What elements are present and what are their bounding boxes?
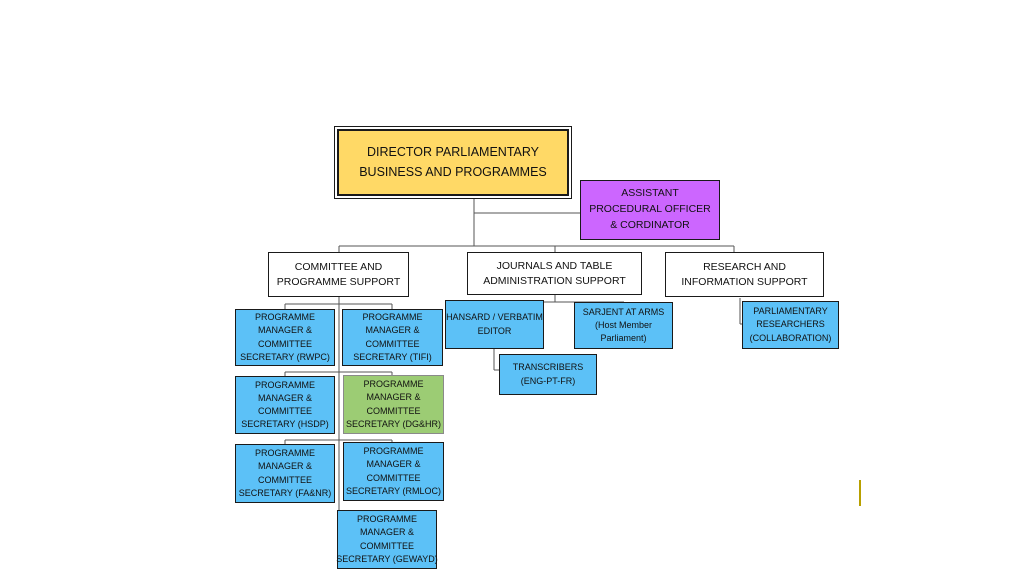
- unit-researchers-box: PARLIAMENTARY RESEARCHERS (COLLABORATION…: [742, 301, 839, 349]
- rmloc-line-4: SECRETARY (RMLOC): [345, 485, 441, 496]
- assistant-line-1: ASSISTANT: [621, 187, 679, 200]
- division-journals-box: JOURNALS AND TABLE ADMINISTRATION SUPPOR…: [467, 252, 642, 295]
- unit-transcribers-box: TRANSCRIBERS (ENG-PT-FR): [499, 354, 597, 395]
- gewayd-line-3: COMMITTEE: [360, 540, 414, 551]
- gewayd-line-1: PROGRAMME: [356, 514, 417, 525]
- director-line-1: DIRECTOR PARLIAMENTARY: [366, 145, 540, 160]
- director-line-2: BUSINESS AND PROGRAMMES: [359, 164, 547, 179]
- dghr-line-1: PROGRAMME: [363, 379, 424, 390]
- unit-rmloc-box: PROGRAMME MANAGER & COMMITTEE SECRETARY …: [343, 442, 444, 501]
- rwpc-line-1: PROGRAMME: [254, 312, 315, 323]
- committee-line-2: PROGRAMME SUPPORT: [276, 275, 401, 288]
- journals-line-1: JOURNALS AND TABLE: [496, 260, 613, 273]
- assistant-line-2: PROCEDURAL OFFICER: [589, 203, 711, 216]
- tifi-line-1: PROGRAMME: [362, 312, 423, 323]
- sarjent-line-2: (Host Member: [594, 319, 652, 330]
- research-line-1: RESEARCH AND: [703, 261, 786, 274]
- rmloc-line-2: MANAGER &: [366, 459, 421, 470]
- hsdp-line-1: PROGRAMME: [254, 379, 315, 390]
- transcribers-line-1: TRANSCRIBERS: [512, 362, 584, 373]
- gewayd-line-4: SECRETARY (GEWAYD): [336, 553, 438, 564]
- rmloc-line-3: COMMITTEE: [366, 472, 421, 483]
- decorative-bar: [859, 480, 861, 506]
- unit-tifi-box: PROGRAMME MANAGER & COMMITTEE SECRETARY …: [342, 309, 443, 366]
- fanr-line-3: COMMITTEE: [258, 474, 312, 485]
- unit-hansard-box: HANSARD / VERBATIM EDITOR: [445, 300, 544, 349]
- researchers-line-3: (COLLABORATION): [749, 332, 832, 343]
- gewayd-line-2: MANAGER &: [359, 527, 414, 538]
- tifi-line-3: COMMITTEE: [365, 338, 420, 349]
- assistant-line-3: & CORDINATOR: [610, 218, 690, 231]
- tifi-line-2: MANAGER &: [365, 325, 420, 336]
- division-committee-box: COMMITTEE AND PROGRAMME SUPPORT: [268, 252, 409, 297]
- fanr-line-4: SECRETARY (FA&NR): [238, 487, 332, 498]
- sarjent-line-1: SARJENT AT ARMS: [582, 306, 665, 317]
- fanr-line-2: MANAGER &: [257, 461, 312, 472]
- hsdp-line-2: MANAGER &: [257, 392, 312, 403]
- researchers-line-1: PARLIAMENTARY: [753, 306, 828, 317]
- director-box: DIRECTOR PARLIAMENTARY BUSINESS AND PROG…: [337, 129, 569, 196]
- unit-gewayd-box: PROGRAMME MANAGER & COMMITTEE SECRETARY …: [336, 510, 438, 569]
- dghr-line-3: COMMITTEE: [366, 405, 421, 416]
- hsdp-line-3: COMMITTEE: [258, 406, 312, 416]
- rwpc-line-3: COMMITTEE: [258, 338, 312, 349]
- dghr-line-2: MANAGER &: [366, 392, 421, 403]
- unit-rwpc-box: PROGRAMME MANAGER & COMMITTEE SECRETARY …: [235, 309, 335, 366]
- unit-hsdp-box: PROGRAMME MANAGER & COMMITTEE SECRETARY …: [235, 376, 335, 434]
- fanr-line-1: PROGRAMME: [254, 448, 315, 459]
- transcribers-line-2: (ENG-PT-FR): [520, 375, 576, 386]
- division-research-box: RESEARCH AND INFORMATION SUPPORT: [665, 252, 824, 297]
- researchers-line-2: RESEARCHERS: [756, 319, 825, 330]
- assistant-box: ASSISTANT PROCEDURAL OFFICER & CORDINATO…: [580, 180, 720, 240]
- unit-dghr-box: PROGRAMME MANAGER & COMMITTEE SECRETARY …: [343, 375, 444, 434]
- dghr-line-4: SECRETARY (DG&HR): [345, 418, 441, 429]
- journals-line-2: ADMINISTRATION SUPPORT: [483, 274, 626, 287]
- sarjent-line-3: Parliament): [600, 333, 647, 344]
- hansard-line-1: HANSARD / VERBATIM: [446, 312, 543, 323]
- unit-fanr-box: PROGRAMME MANAGER & COMMITTEE SECRETARY …: [235, 444, 335, 503]
- research-line-2: INFORMATION SUPPORT: [681, 275, 808, 288]
- rwpc-line-4: SECRETARY (RWPC): [240, 351, 330, 362]
- rwpc-line-2: MANAGER &: [257, 325, 312, 336]
- rmloc-line-1: PROGRAMME: [363, 446, 424, 457]
- hansard-line-2: EDITOR: [477, 325, 512, 336]
- unit-sarjent-box: SARJENT AT ARMS (Host Member Parliament): [574, 302, 673, 349]
- committee-line-1: COMMITTEE AND: [294, 261, 383, 274]
- hsdp-line-4: SECRETARY (HSDP): [241, 419, 329, 430]
- tifi-line-4: SECRETARY (TIFI): [353, 351, 432, 362]
